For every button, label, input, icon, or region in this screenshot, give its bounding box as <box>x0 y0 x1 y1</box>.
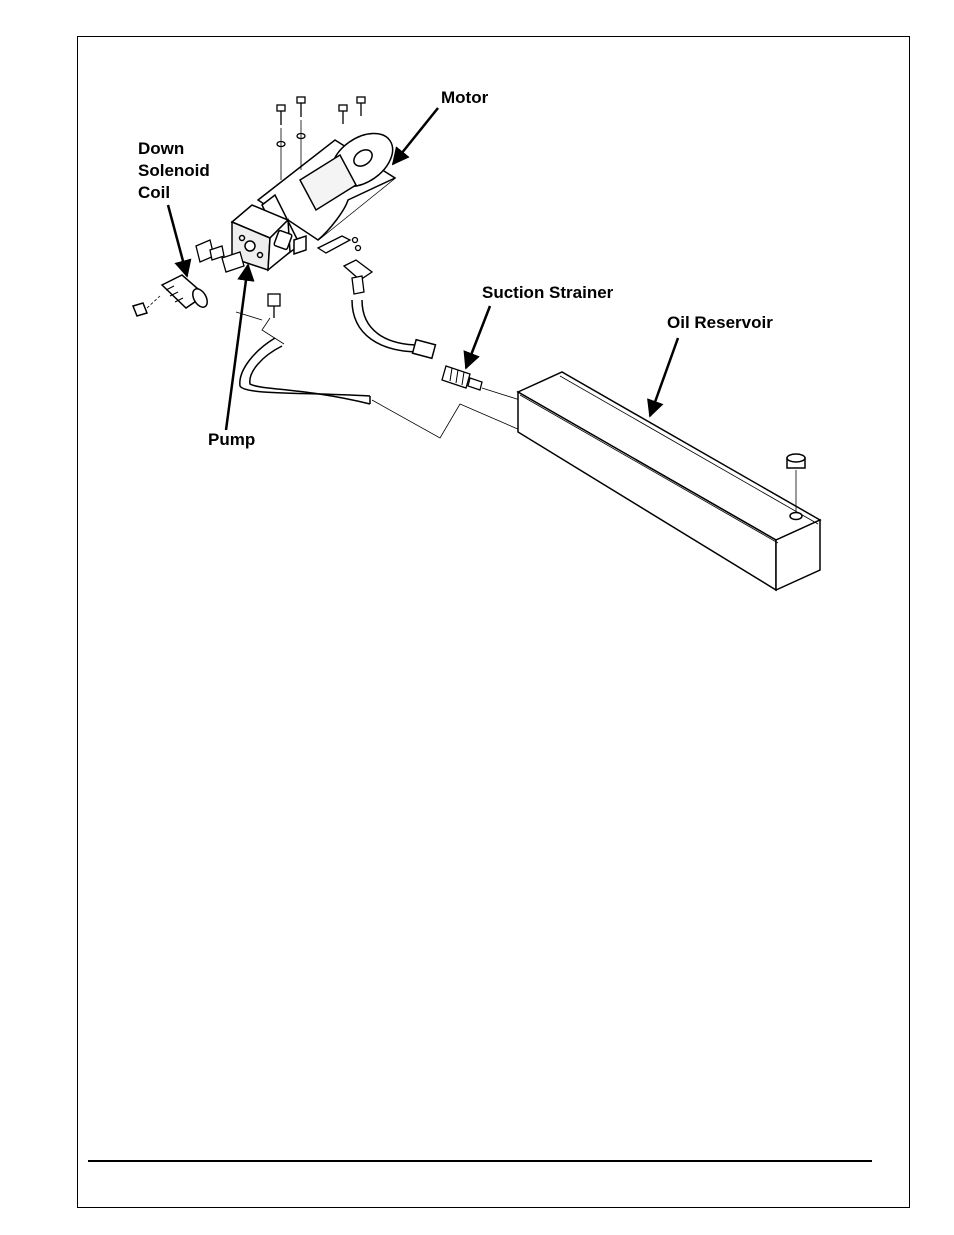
down-solenoid-coil-label: Down Solenoid Coil <box>138 138 210 204</box>
oil-reservoir-part <box>516 371 822 592</box>
suction-hose <box>351 299 437 360</box>
down-solenoid-coil-label-line-3: Coil <box>138 183 171 202</box>
pump-label: Pump <box>208 430 256 449</box>
mounting-bracket <box>316 235 362 254</box>
elbow-fitting <box>342 259 374 295</box>
down-solenoid-coil-label-line-2: Solenoid <box>138 161 210 180</box>
reservoir-arrow <box>647 337 680 418</box>
motor-label: Motor <box>441 88 489 107</box>
footer-divider <box>88 1160 872 1162</box>
assembly-guide-lines <box>235 311 521 439</box>
suction-strainer-label: Suction Strainer <box>482 283 614 302</box>
oil-reservoir-label: Oil Reservoir <box>667 313 773 332</box>
return-hose <box>239 317 371 405</box>
down-solenoid-coil-label-line-1: Down <box>138 139 185 158</box>
suction-strainer-part <box>441 365 483 391</box>
pump-part <box>230 204 307 272</box>
motor-bolts <box>276 96 366 180</box>
solenoid-arrow <box>166 204 192 278</box>
strainer-arrow <box>463 305 492 370</box>
page-frame <box>77 36 910 1208</box>
callout-arrows <box>166 107 680 431</box>
pump-outlet-fitting <box>267 293 281 318</box>
pump-arrow <box>224 263 255 431</box>
down-solenoid-coil-part <box>131 274 208 317</box>
motor-arrow <box>391 107 439 166</box>
